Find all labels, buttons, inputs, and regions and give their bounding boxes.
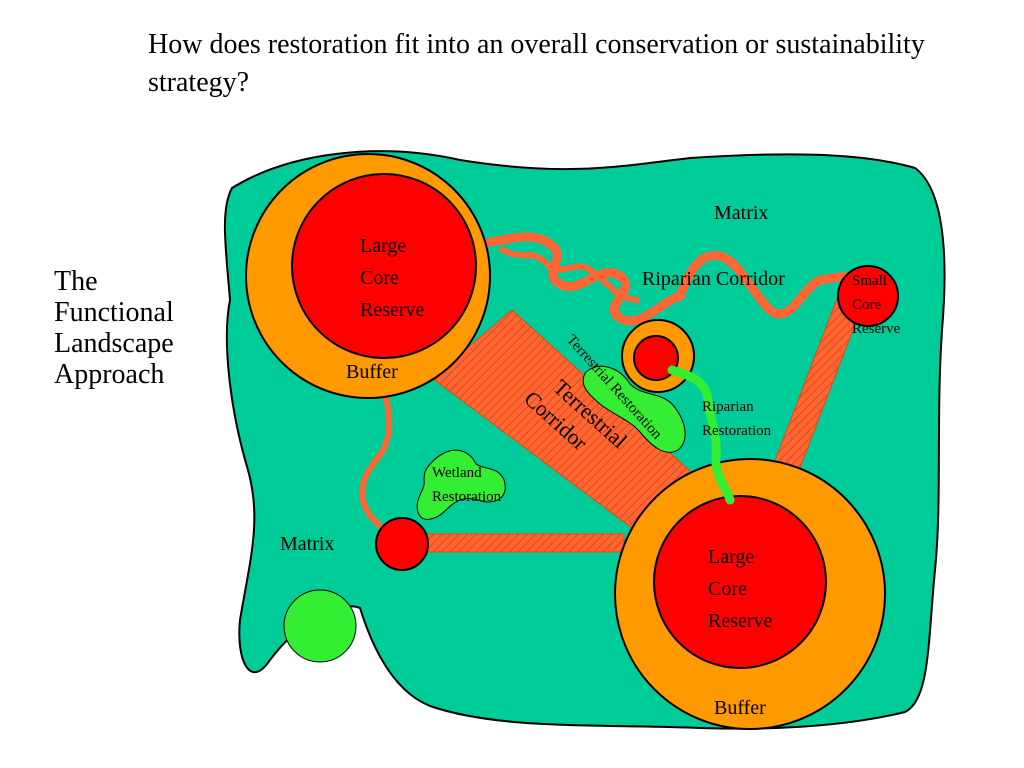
- label-matrix-left: Matrix: [280, 533, 334, 555]
- label-line: Large: [708, 546, 754, 568]
- slide-title: How does restoration fit into an overall…: [148, 29, 925, 98]
- riparian-restoration-strip: [667, 365, 735, 505]
- label-line: Small: [852, 273, 887, 289]
- lower-corridor: [423, 533, 625, 553]
- terrestrial-restoration-patch: [582, 365, 686, 453]
- side-label: The Functional Landscape Approach: [54, 266, 224, 390]
- label-buffer-top: Buffer: [346, 361, 398, 383]
- riparian-corridor: [473, 232, 851, 326]
- small-reserve-middle: [633, 335, 679, 381]
- small-core-reserve: [837, 265, 899, 327]
- label-line: Core: [708, 578, 747, 600]
- label-line: Restoration: [702, 423, 772, 439]
- label-line: Large: [360, 235, 406, 257]
- label-matrix-top: Matrix: [714, 202, 768, 224]
- label-riparian-restoration: Riparian Restoration: [702, 399, 772, 439]
- label-line: Reserve: [708, 610, 773, 632]
- label-line: Reserve: [360, 299, 425, 321]
- label-riparian-corridor: Riparian Corridor: [642, 268, 785, 290]
- large-core-reserve-bottom: [653, 495, 827, 669]
- label-wetland-restoration: Wetland Restoration: [432, 465, 502, 505]
- restoration-circle: [283, 589, 357, 663]
- small-reserve-left: [375, 517, 429, 571]
- side-label-line: The: [54, 266, 98, 297]
- side-label-line: Approach: [54, 359, 165, 390]
- label-line: Riparian: [702, 399, 754, 415]
- label-large-core-bottom: Large Core Reserve: [708, 546, 773, 632]
- large-core-reserve-top: [291, 173, 477, 359]
- label-small-core: Small Core Reserve: [852, 273, 901, 337]
- wetland-restoration-patch: [416, 449, 506, 520]
- label-large-core-top: Large Core Reserve: [360, 235, 425, 321]
- label-line: Restoration: [432, 489, 502, 505]
- riparian-corridor-upper: [498, 245, 641, 303]
- label-line: Core: [360, 267, 399, 289]
- label-line: Core: [852, 297, 882, 313]
- left-thin-corridor: [359, 379, 393, 538]
- label-buffer-bottom: Buffer: [714, 697, 766, 719]
- side-label-line: Functional: [54, 297, 174, 328]
- label-line: Wetland: [432, 465, 482, 481]
- label-line: Reserve: [852, 321, 901, 337]
- side-label-line: Landscape: [54, 328, 174, 359]
